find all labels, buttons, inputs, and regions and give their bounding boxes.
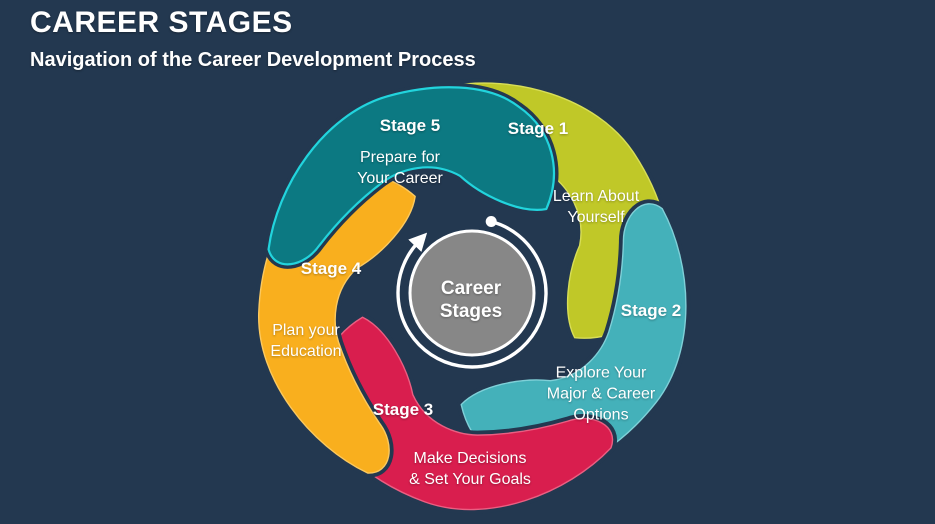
stage-2-label: Stage 2 <box>620 301 682 320</box>
stage-3-text: Make Decisions & Set Your Goals <box>409 450 531 488</box>
stage-5-label: Stage 5 <box>379 116 441 135</box>
stage-1-label: Stage 1 <box>507 119 569 138</box>
slide-title: CAREER STAGES <box>30 6 293 39</box>
center-circle <box>408 229 536 357</box>
stage-4-text: Plan your Education <box>270 322 342 360</box>
center-circle-label: Career Stages <box>439 278 503 322</box>
stage-4-label: Stage 4 <box>300 259 362 278</box>
center-group <box>396 216 548 369</box>
cycle-arrow <box>396 219 548 369</box>
stage-1-text: Learn About Yourself <box>552 188 640 226</box>
stage-2-text: Explore Your Major & Career Options <box>546 364 656 424</box>
cycle-arrow-start-dot <box>485 216 497 227</box>
stage-5-text: Prepare for Your Career <box>357 149 443 187</box>
title-block: CAREER STAGES Navigation of the Career D… <box>30 6 476 72</box>
slide-subtitle: Navigation of the Career Development Pro… <box>30 49 476 71</box>
stage-3-label: Stage 3 <box>372 400 434 419</box>
